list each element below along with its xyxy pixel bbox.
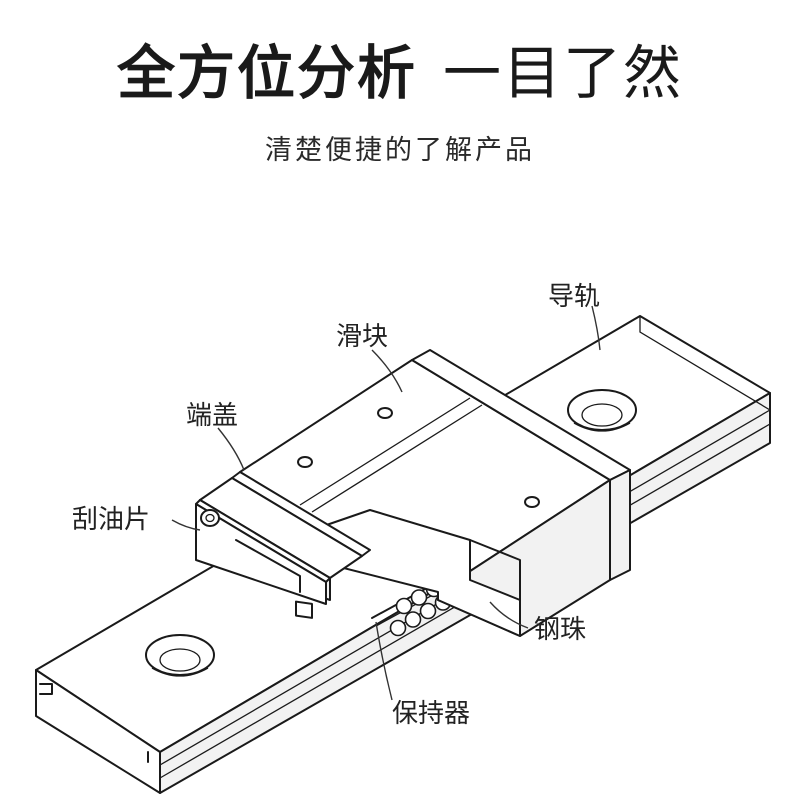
label-end-cap: 端盖 xyxy=(186,401,238,431)
leader-retainer xyxy=(375,621,393,701)
slider-block xyxy=(239,359,611,637)
label-slider: 滑块 xyxy=(336,322,388,352)
label-rail: 导轨 xyxy=(548,282,600,312)
rail-mount-hole-rear xyxy=(567,389,637,432)
tapped-hole-2 xyxy=(297,456,313,468)
rail-mount-hole-front xyxy=(145,634,215,677)
leader-end-cap xyxy=(217,427,245,471)
tapped-hole-3 xyxy=(524,496,540,508)
label-retainer: 保持器 xyxy=(392,699,470,729)
headline-main: 全方位分析 xyxy=(116,39,417,107)
steel-ball xyxy=(410,589,428,606)
scraper xyxy=(195,499,331,619)
leader-rail xyxy=(591,305,601,351)
grease-nipple xyxy=(200,509,220,527)
steel-ball xyxy=(395,597,413,615)
leader-slider xyxy=(371,349,403,393)
leader-steel-ball xyxy=(489,601,529,629)
subtitle: 清楚便捷的了解产品 xyxy=(265,135,535,166)
leader-scraper xyxy=(171,519,201,531)
steel-ball xyxy=(419,602,437,620)
headline: 全方位分析一目了然 xyxy=(0,26,800,110)
label-steel-ball: 钢珠 xyxy=(534,615,586,645)
tapped-hole-1 xyxy=(377,407,393,419)
seal-band xyxy=(411,349,631,581)
label-scraper: 刮油片 xyxy=(72,505,150,535)
headline-tail: 一目了然 xyxy=(443,39,684,107)
steel-ball xyxy=(389,619,407,637)
steel-ball xyxy=(404,611,422,628)
